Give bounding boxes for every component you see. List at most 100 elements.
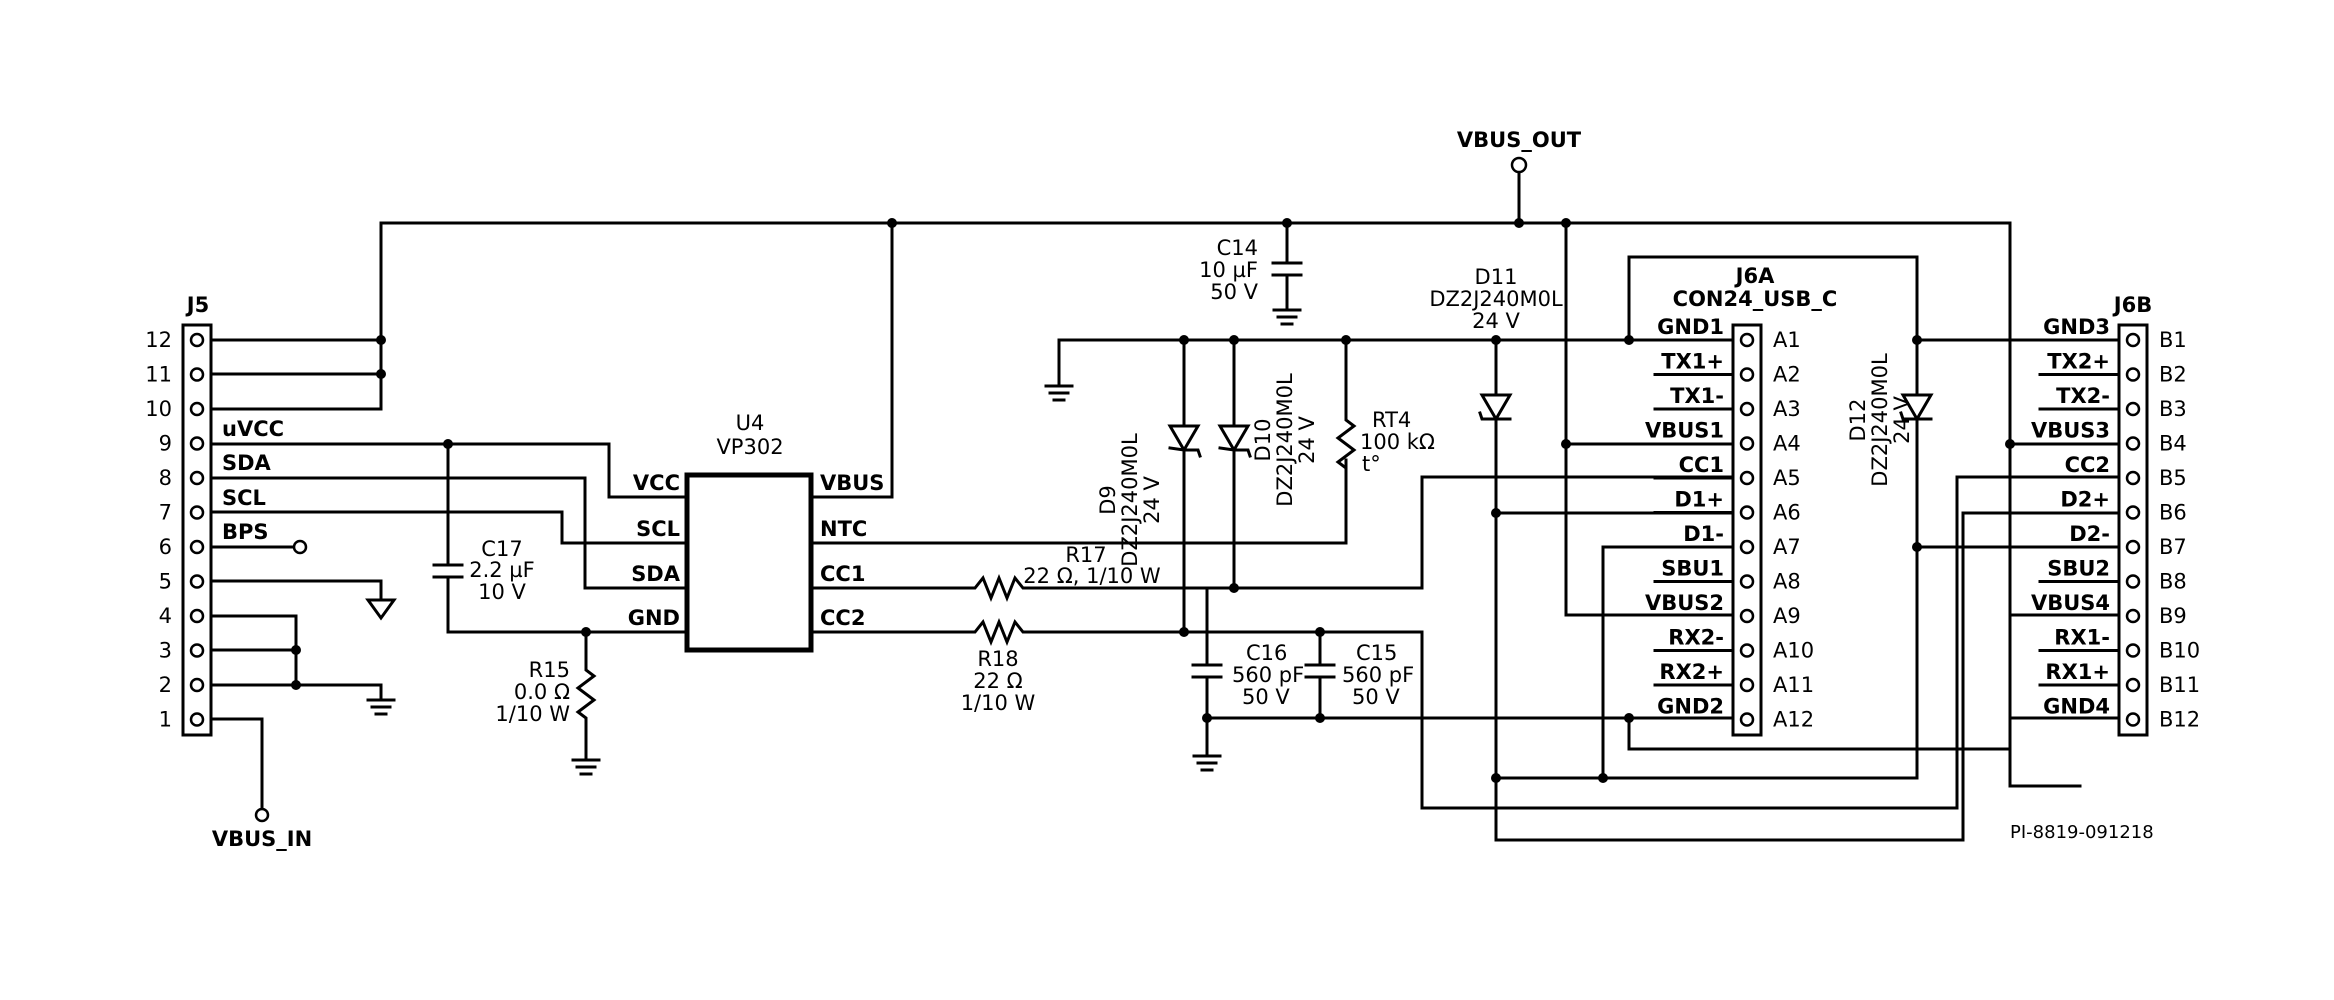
j5-pin-number: 9: [159, 432, 172, 456]
bps-test-point: [292, 539, 308, 555]
j6b-pin-B9: [2125, 608, 2141, 624]
r15-ref: R15: [529, 658, 570, 682]
j6b-signal-label: D2-: [2069, 522, 2110, 546]
j6a-pin-A6: [1739, 505, 1755, 520]
u4-pin-cc1: CC1: [820, 562, 865, 586]
j6b-pin-B3: [2125, 401, 2141, 417]
ground-icon: [366, 698, 396, 716]
c15-ref: C15: [1356, 641, 1397, 665]
j6a-body: [1731, 323, 1763, 737]
j5-pin-2: [189, 677, 205, 693]
d11-part: DZ2J240M0L: [1429, 287, 1563, 311]
d10-voltage: 24 V: [1295, 415, 1319, 463]
j5-pin-3: [189, 643, 205, 658]
ground-icon: [571, 758, 601, 776]
zener-d11: D11 DZ2J240M0L 24 V: [1429, 265, 1563, 783]
j5-pin-1: [189, 712, 205, 727]
u4-pin-gnd: GND: [628, 606, 680, 630]
connector-j6a: J6A CON24_USB_C GND1A1TX1+A2TX1-A3VBUS1A…: [1645, 264, 1837, 737]
j6a-pin-A10: [1739, 643, 1755, 658]
u4-pin-ntc: NTC: [820, 517, 867, 541]
d10-ref: D10: [1251, 419, 1275, 462]
j6a-pin-A4: [1739, 436, 1755, 451]
capacitor-c14: C14 10 µF 50 V: [1199, 221, 1303, 326]
u4-pin-scl: SCL: [636, 517, 680, 541]
vbus-rail: VBUS_OUT: [890, 128, 2082, 788]
vbus-out-terminal: [1510, 156, 1528, 174]
u4-ref: U4: [736, 411, 765, 435]
j6b-pin-B12: [2125, 712, 2141, 727]
j6a-pin-A9: [1739, 608, 1755, 624]
j6b-pin-number: B11: [2159, 673, 2200, 697]
drawing-number: PI-8819-091218: [2010, 822, 2154, 843]
j6a-signal-label: GND1: [1657, 315, 1724, 339]
j6a-pin-number: A2: [1773, 363, 1801, 387]
j5-pin-number: 1: [159, 708, 172, 732]
j6b-signal-label: D2+: [2060, 488, 2110, 512]
j5-body: [181, 323, 213, 737]
resistor-r15: R15 0.0 Ω 1/10 W: [495, 627, 601, 776]
d12-voltage: 24 V: [1890, 395, 1914, 443]
j6b-signal-label: VBUS3: [2031, 419, 2110, 443]
d11-voltage: 24 V: [1472, 309, 1520, 333]
j6b-signal-label: GND4: [2043, 695, 2110, 719]
j6a-signal-label: VBUS2: [1645, 591, 1724, 615]
j6b-pin-number: B7: [2159, 535, 2187, 559]
j6a-pin-number: A1: [1773, 328, 1801, 352]
zener-d9: D9 DZ2J240M0L 24 V: [1096, 338, 1202, 637]
d12-ref: D12: [1846, 399, 1870, 442]
j5-pin-4: [189, 608, 205, 624]
j6b-signal-label: CC2: [2065, 453, 2110, 477]
j5-pin-6: [189, 539, 205, 555]
j6b-pin-number: B1: [2159, 328, 2187, 352]
d11-ref: D11: [1475, 265, 1518, 289]
rt4-value: 100 kΩ: [1360, 430, 1435, 454]
j6b-pin-B11: [2125, 677, 2141, 693]
j6b-pin-B6: [2125, 505, 2141, 520]
d12-part: DZ2J240M0L: [1868, 353, 1892, 487]
j5-pin-number: 3: [159, 639, 172, 663]
j5-pin-11: [189, 367, 205, 382]
u4-pin-sda: SDA: [631, 562, 681, 586]
d9-ref: D9: [1096, 485, 1120, 515]
j6a-pin-number: A7: [1773, 535, 1801, 559]
j6b-pin-number: B12: [2159, 708, 2200, 732]
j5-pin-number: 6: [159, 535, 172, 559]
vbus-in-terminal: [254, 807, 270, 823]
j5-pin-7: [189, 505, 205, 520]
capacitor-c15: C15 560 pF 50 V: [1205, 627, 1631, 723]
u4-pin-cc2: CC2: [820, 606, 865, 630]
j6a-signal-label: VBUS1: [1645, 419, 1724, 443]
j6a-pin-number: A5: [1773, 466, 1801, 490]
j6a-signal-label: RX2+: [1659, 660, 1724, 684]
j6a-signal-label: RX2-: [1668, 626, 1724, 650]
j6b-pin-B2: [2125, 367, 2141, 382]
c17-value: 2.2 µF: [469, 558, 535, 582]
c16-voltage: 50 V: [1242, 685, 1290, 709]
r18-power: 1/10 W: [961, 691, 1036, 715]
j6a-ref: J6A: [1734, 264, 1775, 288]
zener-d10: D10 DZ2J240M0L 24 V: [1217, 338, 1319, 593]
j5-label-bps: BPS: [222, 520, 269, 544]
rt4-note: t°: [1362, 452, 1381, 476]
c15-value: 560 pF: [1342, 663, 1414, 687]
j6a-signal-label: CC1: [1679, 453, 1724, 477]
r17-ref: R17: [1065, 543, 1106, 567]
capacitor-c16: C16 560 pF 50 V: [1191, 586, 1304, 772]
j6b-pin-number: B10: [2159, 639, 2200, 663]
j6b-wires: [2005, 439, 2121, 617]
j6b-pin-number: B6: [2159, 501, 2187, 525]
j5-label-scl: SCL: [222, 486, 266, 510]
j6b-pin-B5: [2125, 470, 2141, 486]
vbus-out-label: VBUS_OUT: [1457, 128, 1582, 152]
j6b-signal-label: GND3: [2043, 315, 2110, 339]
j6a-pin-number: A9: [1773, 604, 1801, 628]
j6a-signal-label: TX1-: [1670, 384, 1724, 408]
j5-pin-number: 7: [159, 501, 172, 525]
c14-value: 10 µF: [1199, 258, 1258, 282]
vbus-in-label: VBUS_IN: [212, 827, 312, 851]
u4-part: VP302: [716, 435, 783, 459]
j6b-pin-number: B3: [2159, 397, 2187, 421]
j6a-pin-A11: [1739, 677, 1755, 693]
